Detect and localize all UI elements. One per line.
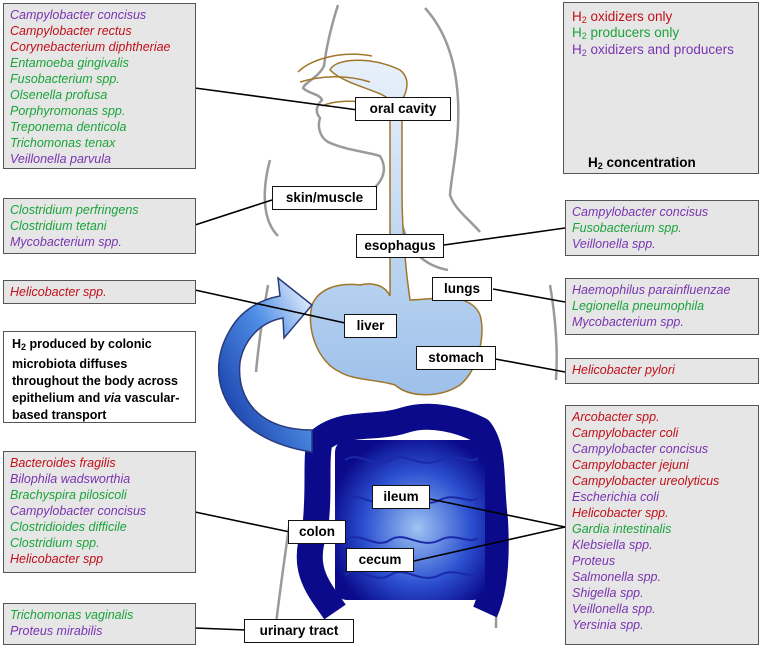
label-colon: colon xyxy=(288,520,346,544)
species-item: Fusobacterium spp. xyxy=(10,72,120,86)
species-item: Helicobacter spp. xyxy=(572,506,669,520)
legend-producers: H2 producers only xyxy=(572,25,680,41)
species-item: Bilophila wadsworthia xyxy=(10,472,131,486)
species-item: Campylobacter jejuni xyxy=(572,458,689,472)
label-liver: liver xyxy=(344,314,397,338)
species-item: Campylobacter rectus xyxy=(10,24,132,38)
legend-oxidizers: H2 oxidizers only xyxy=(572,9,673,25)
species-item: Campylobacter concisus xyxy=(572,442,709,456)
species-item: Helicobacter spp. xyxy=(10,285,107,299)
diffusion-arrow xyxy=(217,276,314,453)
species-item: Shigella spp. xyxy=(572,586,644,600)
h2-diffusion-note: H2 produced by colonic microbiota diffus… xyxy=(3,331,196,423)
species-item: Clostridium tetani xyxy=(10,219,107,233)
label-urinary-tract: urinary tract xyxy=(244,619,354,643)
species-item: Bacteroides fragilis xyxy=(10,456,116,470)
legend-both: H2 oxidizers and producers xyxy=(572,42,734,58)
species-item: Trichomonas tenax xyxy=(10,136,116,150)
species-item: Yersinia spp. xyxy=(572,618,644,632)
label-skin-muscle: skin/muscle xyxy=(272,186,377,210)
species-item: Arcobacter spp. xyxy=(572,410,660,424)
species-item: Campylobacter coli xyxy=(572,426,679,440)
label-stomach: stomach xyxy=(416,346,496,370)
species-item: Brachyspira pilosicoli xyxy=(10,488,127,502)
species-item: Helicobacter spp xyxy=(10,552,104,566)
liver-species-box: Helicobacter spp. xyxy=(3,280,196,304)
species-item: Escherichia coli xyxy=(572,490,659,504)
species-item: Haemophilus parainfluenzae xyxy=(572,283,731,297)
intestine-folds xyxy=(344,456,479,579)
species-item: Salmonella spp. xyxy=(572,570,661,584)
small-intestine xyxy=(335,440,485,600)
species-item: Proteus xyxy=(572,554,616,568)
species-item: Clostridioides difficile xyxy=(10,520,127,534)
species-item: Campylobacter concisus xyxy=(572,205,709,219)
connector-lines xyxy=(194,87,566,631)
legend: H2 oxidizers only H2 producers only H2 o… xyxy=(563,2,759,174)
species-item: Campylobacter ureolyticus xyxy=(572,474,720,488)
species-item: Klebsiella spp. xyxy=(572,538,653,552)
species-item: Mycobacterium spp. xyxy=(572,315,684,329)
species-item: Corynebacterium diphtheriae xyxy=(10,40,171,54)
species-item: Veillonella spp. xyxy=(572,237,656,251)
species-item: Veillonella spp. xyxy=(572,602,656,616)
species-item: Mycobacterium spp. xyxy=(10,235,122,249)
label-ileum: ileum xyxy=(372,485,430,509)
concentration-label: H2 concentration xyxy=(588,155,696,171)
label-cecum: cecum xyxy=(346,548,414,572)
species-item: Olsenella profusa xyxy=(10,88,108,102)
species-item: Treponema denticola xyxy=(10,120,127,134)
species-item: Legionella pneumophila xyxy=(572,299,705,313)
species-item: Trichomonas vaginalis xyxy=(10,608,134,622)
species-item: Helicobacter pylori xyxy=(572,363,675,377)
species-item: Entamoeba gingivalis xyxy=(10,56,129,70)
species-item: Campylobacter concisus xyxy=(10,504,147,518)
species-item: Fusobacterium spp. xyxy=(572,221,682,235)
label-oral-cavity: oral cavity xyxy=(355,97,451,121)
species-item: Proteus mirabilis xyxy=(10,624,103,638)
species-item: Campylobacter concisus xyxy=(10,8,147,22)
species-item: Porphyromonas spp. xyxy=(10,104,126,118)
species-item: Gardia intestinalis xyxy=(572,522,672,536)
species-item: Clostridium perfringens xyxy=(10,203,139,217)
species-item: Clostridium spp. xyxy=(10,536,100,550)
species-item: Veillonella parvula xyxy=(10,152,111,166)
label-esophagus: esophagus xyxy=(356,234,444,258)
stomach-species-box: Helicobacter pylori xyxy=(565,358,759,384)
label-lungs: lungs xyxy=(432,277,492,301)
